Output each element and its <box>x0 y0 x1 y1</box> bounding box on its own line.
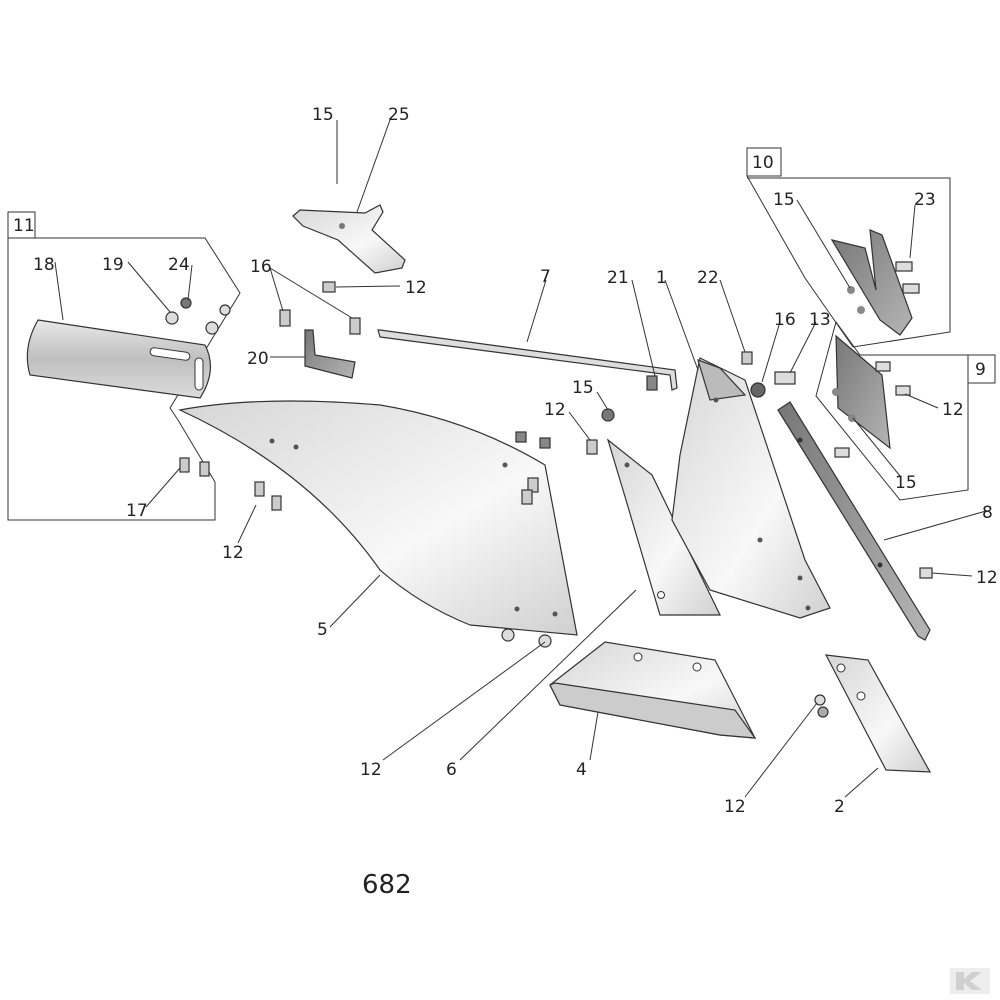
callout-18: 18 <box>33 255 55 275</box>
callout-25: 25 <box>388 105 410 125</box>
callout-21: 21 <box>607 268 629 288</box>
callout-13: 13 <box>809 310 831 330</box>
callout-4: 4 <box>576 760 587 780</box>
nuts-parts-19-24 <box>165 297 231 335</box>
bracket-part-25 <box>292 204 406 274</box>
callout-labels: 15 25 11 18 19 24 17 16 12 20 7 12 5 15 … <box>13 105 998 817</box>
group-frame-9 <box>815 320 996 501</box>
callout-23: 23 <box>914 190 936 210</box>
point-part-10 <box>830 229 920 336</box>
bracket-part-20 <box>304 329 356 379</box>
callout-17: 17 <box>126 501 148 521</box>
frog-part-1 <box>671 357 831 619</box>
callout-1: 1 <box>656 268 667 288</box>
callout-12-left: 12 <box>222 543 244 563</box>
callout-12-bottom-right: 12 <box>724 797 746 817</box>
tube-part-18 <box>26 319 211 399</box>
leader-lines <box>54 119 987 798</box>
callout-9-box: 9 <box>975 360 986 380</box>
callout-12-right: 12 <box>976 568 998 588</box>
callout-12-box9: 12 <box>942 400 964 420</box>
group-frame-11 <box>7 211 241 521</box>
callout-10-box: 10 <box>752 153 774 173</box>
callout-5: 5 <box>317 620 328 640</box>
callout-15-mid: 15 <box>572 378 594 398</box>
bolts-near-mouldboard <box>179 375 658 648</box>
callout-15-box10: 15 <box>773 190 795 210</box>
callout-16-right: 16 <box>774 310 796 330</box>
callout-22: 22 <box>697 268 719 288</box>
kramp-logo-icon <box>950 968 990 994</box>
callout-12-top: 12 <box>405 278 427 298</box>
callout-24: 24 <box>168 255 190 275</box>
callout-12-mid: 12 <box>544 400 566 420</box>
share-part-4 <box>549 641 757 739</box>
plate-part-9 <box>832 334 911 458</box>
callout-16-left: 16 <box>250 257 272 277</box>
callout-2: 2 <box>834 797 845 817</box>
callout-6: 6 <box>446 760 457 780</box>
callout-8: 8 <box>982 503 993 523</box>
clips-part-16 <box>279 309 361 335</box>
callout-15-top: 15 <box>312 105 334 125</box>
callout-15-box9: 15 <box>895 473 917 493</box>
mouldboard-part-5 <box>178 400 578 636</box>
callout-7: 7 <box>540 267 551 287</box>
rod-part-7 <box>377 329 678 391</box>
bolt-part-12-top <box>322 281 336 293</box>
callout-19: 19 <box>102 255 124 275</box>
heel-part-2 <box>814 654 932 773</box>
landside-part-8 <box>777 401 933 641</box>
group-frame-10 <box>746 147 951 348</box>
bolts-parts-22-16-13 <box>741 351 796 398</box>
callout-12-bottom-left: 12 <box>360 760 382 780</box>
figure-number: 682 <box>362 870 412 900</box>
callout-20: 20 <box>247 349 269 369</box>
shin-part-6 <box>606 438 721 616</box>
callout-11-box: 11 <box>13 216 35 236</box>
